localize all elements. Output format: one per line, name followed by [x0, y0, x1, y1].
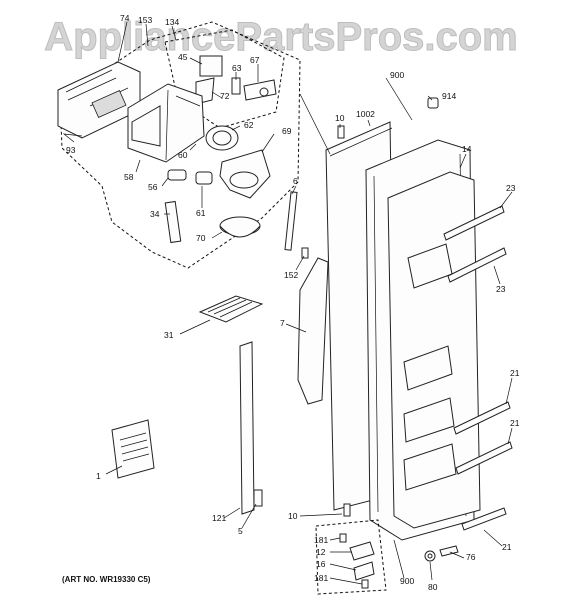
callout-12: 12 [316, 547, 326, 557]
callout-58: 58 [124, 172, 134, 182]
callout-21-lower: 21 [502, 542, 512, 552]
dispenser-lever [164, 200, 182, 244]
callout-181-top: 181 [314, 535, 328, 545]
bottom-hinge-group-boundary [315, 519, 387, 595]
handle-trim-upper [284, 191, 298, 251]
callout-23-upper: 23 [506, 183, 516, 193]
callout-63: 63 [232, 63, 242, 73]
callout-60: 60 [178, 150, 188, 160]
hinge-screw-top [337, 125, 345, 139]
callout-153: 153 [138, 15, 152, 25]
bottom-hinge-parts [339, 533, 375, 589]
callout-21-middle: 21 [510, 418, 520, 428]
callout-23-lower: 23 [496, 284, 506, 294]
callout-67: 67 [250, 55, 260, 65]
callout-69: 69 [282, 126, 292, 136]
callout-900-bottom: 900 [400, 576, 414, 586]
handle-screw [301, 247, 309, 259]
bottom-hinge-pin [424, 545, 459, 562]
callout-1002: 1002 [356, 109, 375, 119]
callout-10-top: 10 [335, 113, 345, 123]
callout-16: 16 [316, 559, 326, 569]
callout-7: 7 [280, 318, 285, 328]
hinge-screw-bottom [343, 503, 351, 517]
callout-80: 80 [428, 582, 438, 592]
callout-152: 152 [284, 270, 298, 280]
callout-6: 6 [293, 176, 298, 186]
door-trim-strip [239, 341, 263, 515]
ice-chute-ring [205, 125, 239, 151]
owners-manual [111, 419, 155, 479]
callout-76: 76 [466, 552, 476, 562]
drip-grille [198, 295, 264, 323]
callout-14: 14 [462, 144, 472, 154]
callout-31: 31 [164, 330, 174, 340]
watermark: AppliancePartsPros.com [44, 15, 518, 59]
callout-74: 74 [120, 13, 130, 23]
callout-181-bottom: 181 [314, 573, 328, 583]
callout-1: 1 [96, 471, 101, 481]
dispenser-actuator [219, 149, 271, 199]
dispenser-cover-plate [57, 61, 141, 139]
callout-914: 914 [442, 91, 456, 101]
drip-tray-bowl [219, 216, 261, 238]
callout-labels: 74 153 134 45 63 67 72 93 62 69 60 58 56… [66, 13, 520, 592]
callout-134: 134 [165, 17, 179, 27]
dispenser-housing [127, 83, 205, 163]
dispenser-assembly-boundary [59, 21, 301, 269]
callout-72: 72 [220, 91, 230, 101]
callout-56: 56 [148, 182, 158, 192]
callout-121: 121 [212, 513, 226, 523]
door-stop-cap [427, 97, 439, 109]
art-number: (ART NO. WR19330 C5) [62, 575, 151, 584]
callout-61: 61 [196, 208, 206, 218]
shelf-bars-upper [443, 205, 507, 283]
door-handle [297, 257, 329, 405]
shelf-bars-lower [453, 401, 513, 531]
callout-62: 62 [244, 120, 254, 130]
callout-45: 45 [178, 52, 188, 62]
callout-900-top: 900 [390, 70, 404, 80]
callout-93: 93 [66, 145, 76, 155]
callout-21-upper: 21 [510, 368, 520, 378]
callout-10-bottom: 10 [288, 511, 298, 521]
door-bins [403, 243, 457, 491]
callout-34: 34 [150, 209, 160, 219]
callout-70: 70 [196, 233, 206, 243]
callout-5: 5 [238, 526, 243, 536]
light-socket [167, 169, 213, 185]
leader-lines [62, 21, 513, 585]
upper-bracket-group-boundary [164, 29, 285, 129]
solenoid-bracket [231, 77, 277, 101]
